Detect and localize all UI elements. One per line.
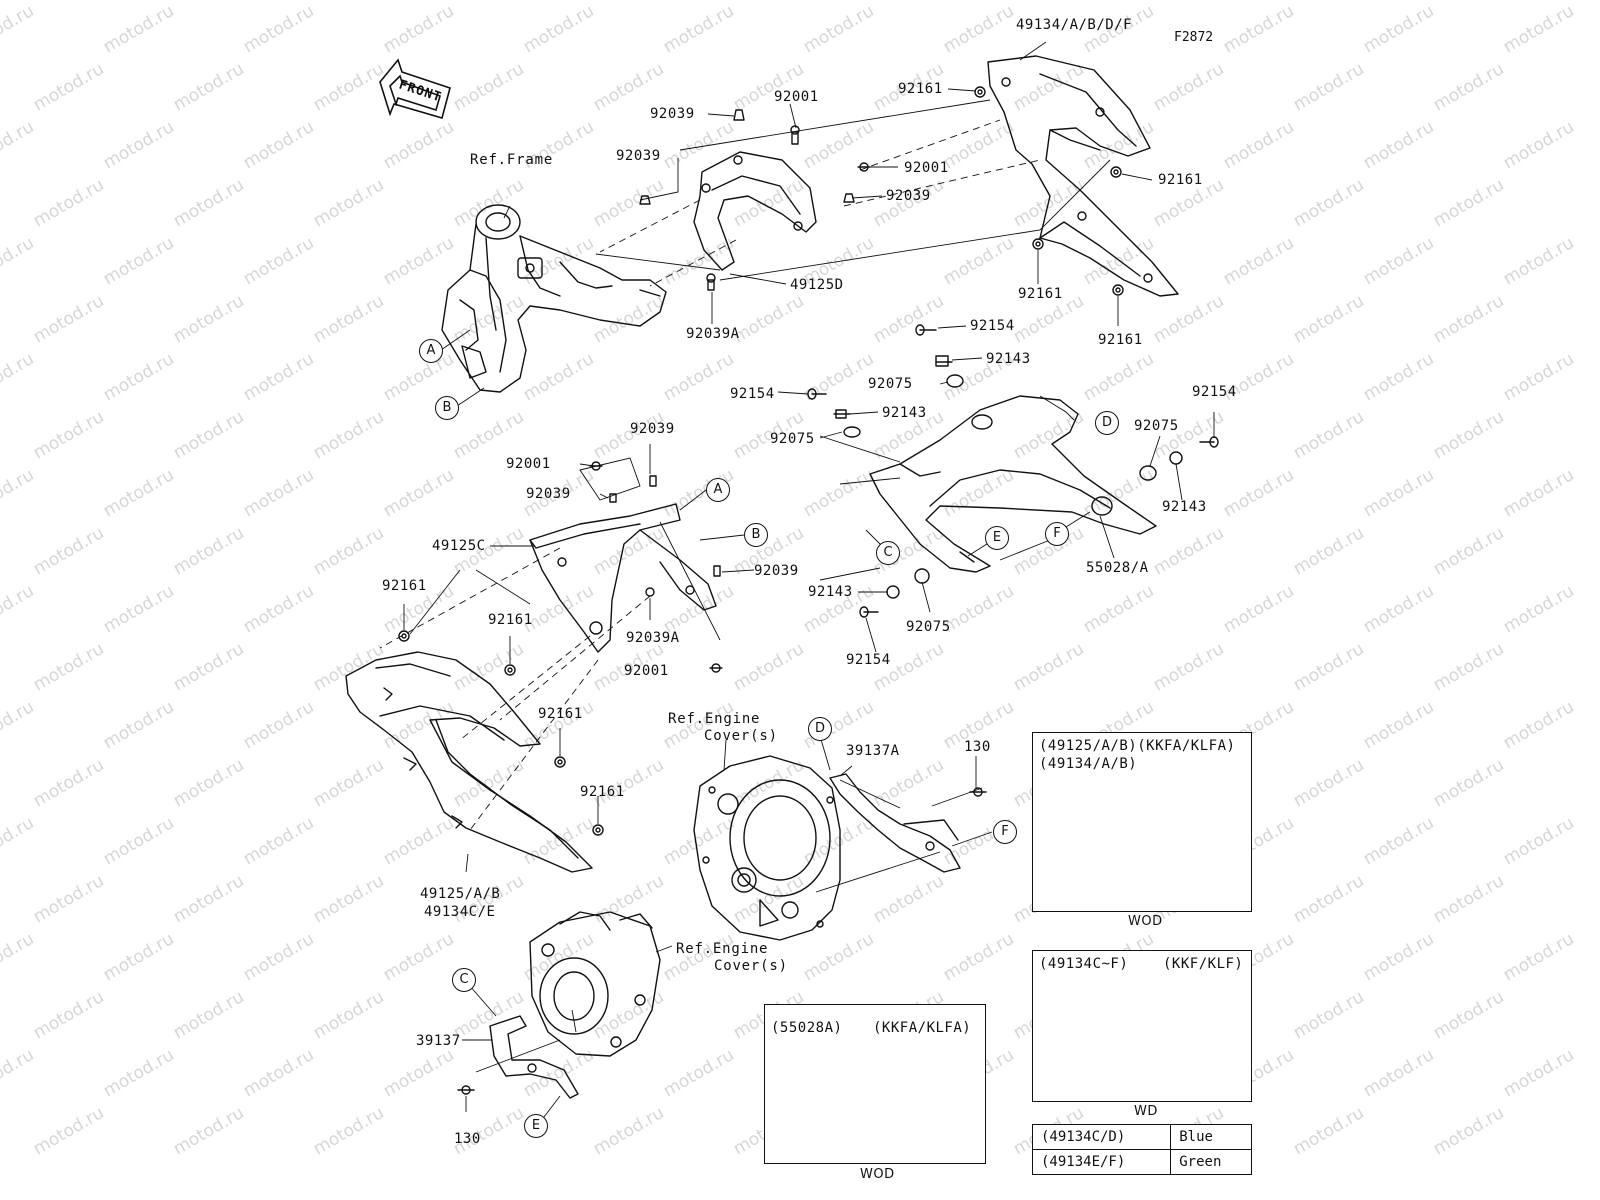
part-label: 49125/A/B (420, 886, 501, 902)
part-label: 92039 (616, 148, 661, 164)
part-label: 92143 (882, 405, 927, 421)
part-label: 92161 (580, 784, 625, 800)
part-label: 92075 (1134, 418, 1179, 434)
part-label: 92039A (626, 630, 680, 646)
part-label: 92039 (886, 188, 931, 204)
color-table: (49134C/D) Blue (49134E/F) Green (1031, 1124, 1252, 1175)
callout-a: A (419, 339, 443, 363)
ref-engine-cover-top-line2: Cover(s) (704, 728, 778, 744)
part-label: 92161 (1018, 286, 1063, 302)
engine-cover-mid (693, 755, 841, 941)
callout-c: C (452, 968, 476, 992)
variant-box-caption: WD (1134, 1104, 1158, 1119)
callout-e: E (985, 526, 1009, 550)
part-label: 92161 (538, 706, 583, 722)
callout-f: F (1045, 522, 1069, 546)
part-label: 92075 (770, 431, 815, 447)
front-arrow (379, 58, 451, 119)
variant-box-caption: WOD (1128, 914, 1163, 929)
part-label: 92161 (382, 578, 427, 594)
part-label: 92001 (904, 160, 949, 176)
variant-box-55028a: (55028A) (KKFA/KLFA) (764, 1004, 986, 1164)
part-label: 49125C (432, 538, 486, 554)
color-table-color: Green (1170, 1149, 1252, 1175)
part-label: 92161 (1098, 332, 1143, 348)
part-label: 92143 (986, 351, 1031, 367)
part-label: 92075 (868, 376, 913, 392)
part-label: 55028/A (1086, 560, 1149, 576)
part-label: 49125D (790, 277, 844, 293)
belly-pan (869, 395, 1157, 573)
color-table-code: (49134E/F) (1031, 1149, 1172, 1175)
part-label: 92161 (1158, 172, 1203, 188)
ref-engine-cover-top-line1: Ref.Engine (668, 711, 761, 727)
part-label: 39137A (846, 743, 900, 759)
cowl-lower-left (345, 651, 593, 873)
variant-box-header: (55028A) (771, 1020, 843, 1036)
part-label: 92143 (808, 584, 853, 600)
part-label: 39137 (416, 1033, 461, 1049)
part-label: 130 (964, 739, 991, 755)
callout-b: B (435, 396, 459, 420)
variant-box-49125-49134ab: (49125/A/B)(KKFA/KLFA) (49134/A/B) (1032, 732, 1252, 912)
color-table-code: (49134C/D) (1031, 1124, 1172, 1150)
variant-box-header: (49134C~F) (1039, 956, 1129, 972)
bracket-49125c (529, 503, 717, 653)
variant-box-header: (49125/A/B)(KKFA/KLFA) (1039, 738, 1236, 754)
part-label: 92154 (730, 386, 775, 402)
bracket-49125d (693, 151, 817, 271)
variant-box-caption: WOD (860, 1167, 895, 1182)
variant-box-header: (49134/A/B) (1039, 756, 1138, 772)
leader-lines (403, 41, 1215, 1122)
part-label: 92039A (686, 326, 740, 342)
callout-a: A (706, 478, 730, 502)
assembly-lines (379, 119, 1041, 831)
part-label: 92161 (488, 612, 533, 628)
part-label: 92154 (1192, 384, 1237, 400)
part-label: 130 (454, 1131, 481, 1147)
assembly-outlines (409, 99, 1111, 1073)
callout-d: D (1095, 411, 1119, 435)
callout-f: F (993, 820, 1017, 844)
variant-box-header: (KKF/KLF) (1163, 956, 1244, 972)
engine-cover-lower (529, 911, 661, 1057)
frame-part (441, 204, 667, 393)
figure-id: F2872 (1174, 30, 1214, 45)
bracket-39137 (489, 1015, 579, 1099)
part-label: 92001 (774, 89, 819, 105)
callout-e: E (524, 1114, 548, 1138)
cowl-upper-right (987, 55, 1179, 297)
part-label: 92039 (526, 486, 571, 502)
part-label: 92154 (970, 318, 1015, 334)
part-label: 49134C/E (424, 904, 496, 920)
color-table-row: (49134C/D) Blue (1031, 1124, 1252, 1150)
part-label: 92001 (506, 456, 551, 472)
ref-engine-cover-bottom-line2: Cover(s) (714, 958, 788, 974)
color-table-row: (49134E/F) Green (1031, 1149, 1252, 1175)
callout-c: C (876, 541, 900, 565)
callout-d: D (808, 717, 832, 741)
part-label: 49134/A/B/D/F (1016, 17, 1133, 33)
part-label: 92001 (624, 663, 669, 679)
part-label: 92039 (630, 421, 675, 437)
part-label: 92039 (650, 106, 695, 122)
variant-box-header: (KKFA/KLFA) (873, 1020, 972, 1036)
color-table-color: Blue (1170, 1124, 1252, 1150)
variant-box-49134c-f: (49134C~F) (KKF/KLF) (1032, 950, 1252, 1102)
part-label: 92143 (1162, 499, 1207, 515)
part-label: 92039 (754, 563, 799, 579)
part-label: 92154 (846, 652, 891, 668)
bracket-39137a (829, 773, 961, 873)
part-label: 92075 (906, 619, 951, 635)
ref-engine-cover-bottom-line1: Ref.Engine (676, 941, 769, 957)
callout-b: B (744, 523, 768, 547)
ref-frame-label: Ref.Frame (470, 152, 554, 168)
part-label: 92161 (898, 81, 943, 97)
fasteners (398, 86, 1219, 1095)
